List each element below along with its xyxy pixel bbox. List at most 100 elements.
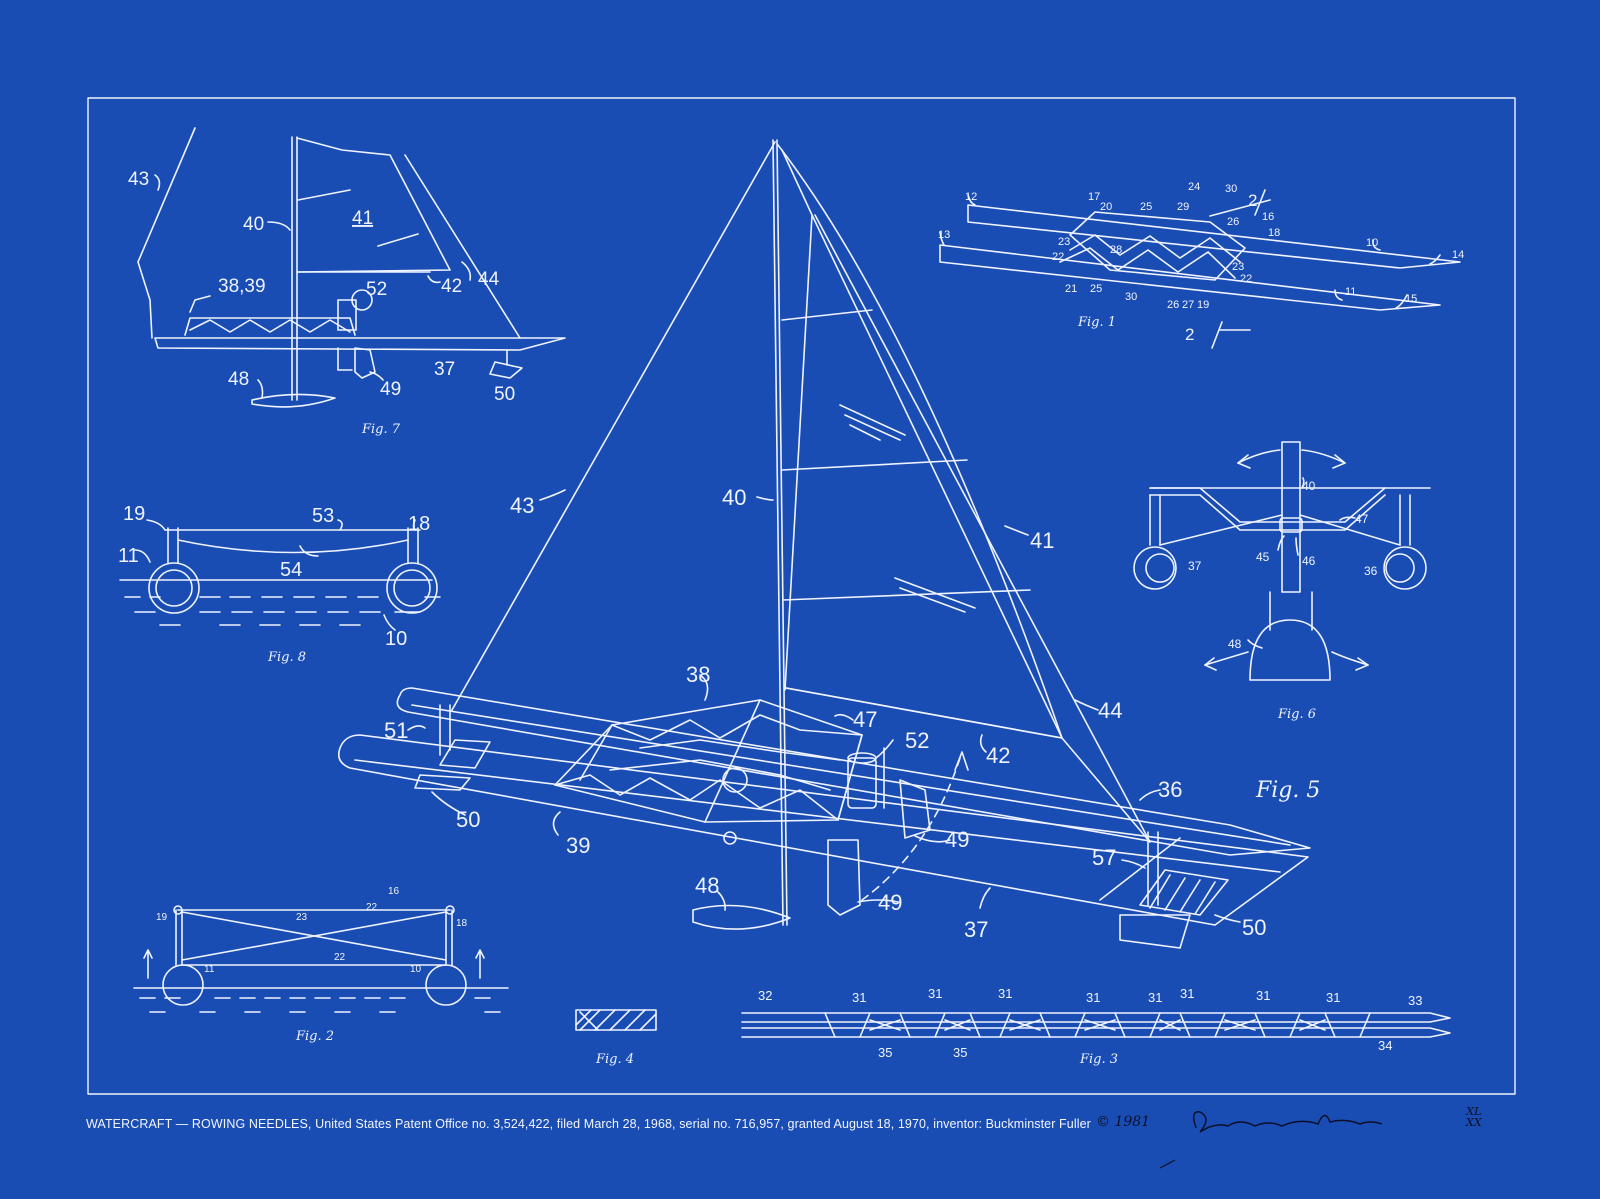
ref-label: 16 <box>1262 211 1274 223</box>
ref-label: 49 <box>945 827 969 852</box>
ref-label: 10 <box>1366 237 1378 249</box>
ref-label: 30 <box>1225 183 1237 195</box>
ref-label: 37 <box>434 359 455 380</box>
ref-label: 40 <box>722 485 746 510</box>
ref-label: 37 <box>964 917 988 942</box>
ref-label: 33 <box>1408 993 1422 1008</box>
ref-label: 52 <box>366 279 387 300</box>
ref-label: 48 <box>228 369 249 390</box>
fig2-drawing <box>133 905 509 1013</box>
ref-label: 42 <box>986 743 1010 768</box>
ref-label: 23 <box>1232 261 1244 273</box>
ref-label: 31 <box>852 990 866 1005</box>
ref-label: 21 <box>1065 283 1077 295</box>
ref-label: 53 <box>312 505 334 527</box>
ref-label: 54 <box>280 559 302 581</box>
ref-label: 37 <box>1188 559 1202 573</box>
ref-label: 18 <box>408 513 430 535</box>
ref-label: 32 <box>758 988 772 1003</box>
ref-label: 34 <box>1378 1038 1392 1053</box>
ref-label: 43 <box>128 169 149 190</box>
ref-label: 31 <box>1148 990 1162 1005</box>
ref-label: 15 <box>1405 293 1417 305</box>
ref-label: 28 <box>1110 244 1122 256</box>
ref-label: 22 <box>366 902 378 913</box>
ref-label: 36 <box>1364 564 1378 578</box>
ref-label: 14 <box>1452 249 1464 261</box>
fig1-caption: Fig. 1 <box>1077 315 1116 330</box>
drawing-border <box>87 97 1516 1095</box>
ref-label: 40 <box>1302 479 1316 493</box>
ref-label: 41 <box>352 208 373 229</box>
ref-label: 19 <box>156 912 168 923</box>
ref-label: 45 <box>1256 550 1270 564</box>
edition-number: XL XX <box>1466 1106 1482 1128</box>
ref-label: 31 <box>1326 990 1340 1005</box>
ref-label: 10 <box>410 964 422 975</box>
ref-label: 52 <box>905 728 929 753</box>
ref-label: 38 <box>686 662 710 687</box>
ref-label: 35 <box>953 1045 967 1060</box>
fig3-caption: Fig. 3 <box>1079 1052 1118 1067</box>
fig8-labels: 19 53 18 11 54 10 <box>118 503 430 650</box>
ref-label: 19 <box>123 503 145 525</box>
fig3-drawing <box>741 1012 1451 1038</box>
ref-label: 23 <box>296 912 308 923</box>
ref-label: 2 <box>1248 191 1257 210</box>
ref-label: 31 <box>928 986 942 1001</box>
stray-mark <box>1159 1159 1176 1169</box>
fig8-drawing <box>119 519 441 631</box>
edition-numerator: XL <box>1466 1105 1482 1118</box>
fig1-drawing <box>939 189 1461 349</box>
fig6-labels: 40 47 45 46 37 36 48 <box>1188 479 1378 651</box>
ref-label: 26 <box>1227 216 1239 228</box>
ref-label: 2 <box>1185 325 1194 344</box>
fig7-labels: 43 40 41 38,39 52 42 44 48 49 37 50 <box>128 169 515 405</box>
ref-label: 31 <box>998 986 1012 1001</box>
ref-label: 48 <box>1228 637 1242 651</box>
ref-label: 18 <box>456 918 468 929</box>
ref-label: 40 <box>243 214 264 235</box>
fig5-drawing <box>337 139 1311 949</box>
fig5-labels: 43 40 41 38 47 51 52 42 44 50 39 49 36 5… <box>384 485 1266 942</box>
ref-label: 22 <box>1240 273 1252 285</box>
ref-label: 26 <box>1167 299 1179 311</box>
ref-label: 46 <box>1302 554 1316 568</box>
fig2-caption: Fig. 2 <box>295 1029 334 1044</box>
fig4-caption: Fig. 4 <box>595 1052 634 1067</box>
figure-captions: Fig. 1 Fig. 2 Fig. 3 Fig. 4 Fig. 5 Fig. … <box>267 315 1320 1067</box>
ref-label: 35 <box>878 1045 892 1060</box>
ref-label: 38,39 <box>218 276 266 297</box>
ref-label: 42 <box>441 276 462 297</box>
ref-label: 16 <box>388 886 400 897</box>
ref-label: 25 <box>1090 283 1102 295</box>
ref-label: 36 <box>1158 777 1182 802</box>
fig5-caption: Fig. 5 <box>1255 778 1320 803</box>
ref-label: 44 <box>478 269 500 290</box>
copyright-note: © 1981 <box>1096 1114 1151 1130</box>
ref-label: 22 <box>1052 251 1064 263</box>
ref-label: 44 <box>1098 698 1122 723</box>
ref-label: 11 <box>118 545 139 567</box>
ref-label: 31 <box>1086 990 1100 1005</box>
ref-label: 23 <box>1058 236 1070 248</box>
ref-label: 39 <box>566 833 590 858</box>
fig2-labels: 16 22 19 23 18 22 11 10 <box>156 886 468 975</box>
fig8-caption: Fig. 8 <box>267 650 306 665</box>
ref-label: 18 <box>1268 227 1280 239</box>
ref-label: 47 <box>1355 512 1369 526</box>
ref-label: 20 <box>1100 201 1112 213</box>
ref-label: 22 <box>334 952 346 963</box>
fig6-drawing <box>1133 441 1431 681</box>
ref-label: 43 <box>510 493 534 518</box>
ref-label: 49 <box>380 379 401 400</box>
signature-mark <box>1193 1111 1383 1133</box>
fig7-caption: Fig. 7 <box>361 422 401 437</box>
ref-label: 31 <box>1256 988 1270 1003</box>
ref-label: 19 <box>1197 299 1209 311</box>
ref-label: 51 <box>384 718 408 743</box>
ref-label: 27 <box>1182 299 1194 311</box>
fig7-drawing <box>137 127 566 408</box>
